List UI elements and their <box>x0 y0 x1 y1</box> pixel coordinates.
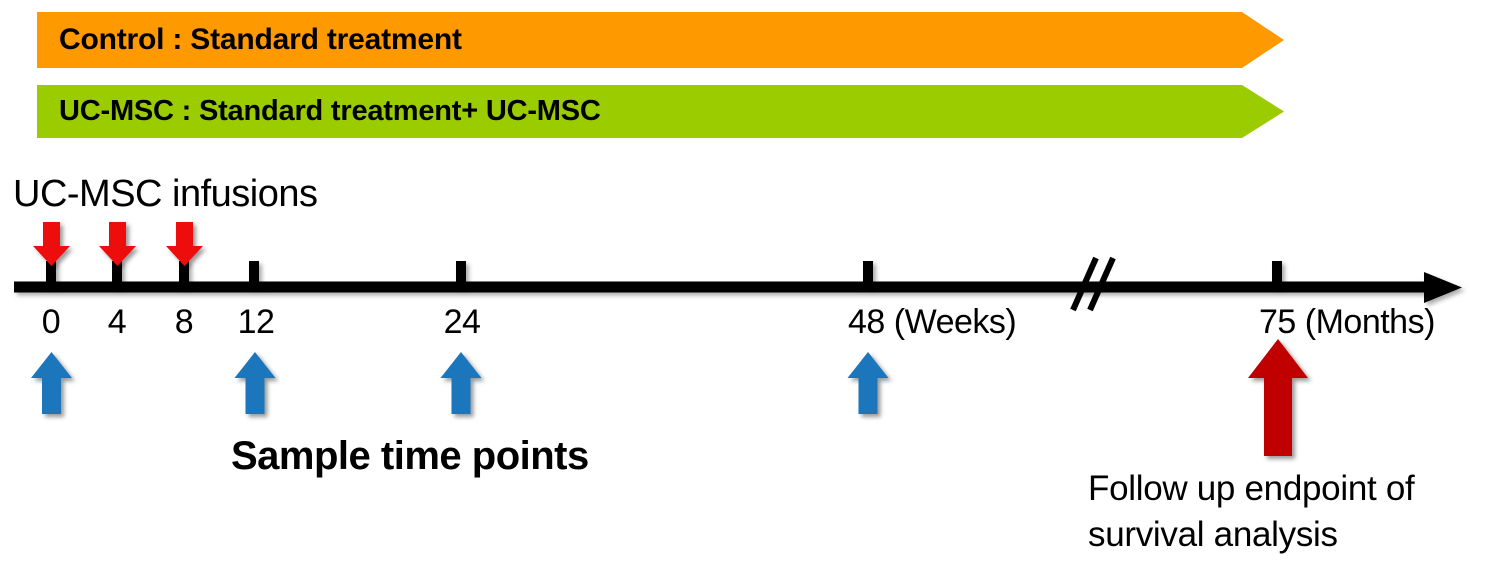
tick-mark-75 <box>1272 261 1282 287</box>
tick-mark-12 <box>249 261 259 287</box>
sample-arrow-week-24 <box>440 352 482 414</box>
tick-mark-8 <box>179 261 189 287</box>
infusions-title: UC-MSC infusions <box>13 173 318 215</box>
infusion-arrow-week-8 <box>166 222 203 266</box>
followup-endpoint-title: Follow up endpoint of survival analysis <box>1088 466 1415 558</box>
legend-banner-control: Control : Standard treatment <box>37 12 1284 68</box>
tick-mark-0 <box>46 261 56 287</box>
tick-label-8: 8 <box>174 303 194 341</box>
sample-time-points-title: Sample time points <box>231 434 589 478</box>
sample-arrow-week-0 <box>31 352 72 414</box>
axis-break-marker <box>1070 256 1116 312</box>
tick-label-48: 48 (Weeks) <box>848 303 1017 341</box>
legend-banner-control-label: Control : Standard treatment <box>59 23 462 56</box>
sample-arrow-week-48 <box>847 352 889 414</box>
infusion-arrow-week-4 <box>99 222 136 266</box>
tick-label-4: 4 <box>107 303 127 341</box>
endpoint-arrow-group <box>1248 339 1308 456</box>
endpoint-arrow-month-75 <box>1248 339 1308 456</box>
timeline-axis-arrowhead <box>1424 272 1462 303</box>
followup-endpoint-title-line2: survival analysis <box>1088 515 1338 554</box>
legend-banner-ucmsc: UC-MSC : Standard treatment+ UC-MSC <box>37 85 1284 138</box>
tick-label-75: 75 (Months) <box>1259 303 1435 341</box>
axis-break-slash-2 <box>1087 256 1116 312</box>
tick-label-12: 12 <box>237 303 275 341</box>
infusion-arrow-week-0 <box>33 222 70 266</box>
timeline-axis <box>14 272 1462 303</box>
infusion-arrows-group <box>33 222 203 266</box>
tick-mark-24 <box>456 261 466 287</box>
tick-label-0: 0 <box>41 303 61 341</box>
sample-arrows-group <box>31 352 889 414</box>
tick-mark-48 <box>863 261 873 287</box>
timeline-tick-marks <box>46 261 1282 287</box>
legend-banner-ucmsc-label: UC-MSC : Standard treatment+ UC-MSC <box>59 95 601 127</box>
axis-break-slash-1 <box>1070 256 1099 312</box>
sample-arrow-week-12 <box>234 352 276 414</box>
followup-endpoint-title-line1: Follow up endpoint of <box>1088 469 1415 508</box>
tick-mark-4 <box>112 261 122 287</box>
tick-label-24: 24 <box>443 303 481 341</box>
